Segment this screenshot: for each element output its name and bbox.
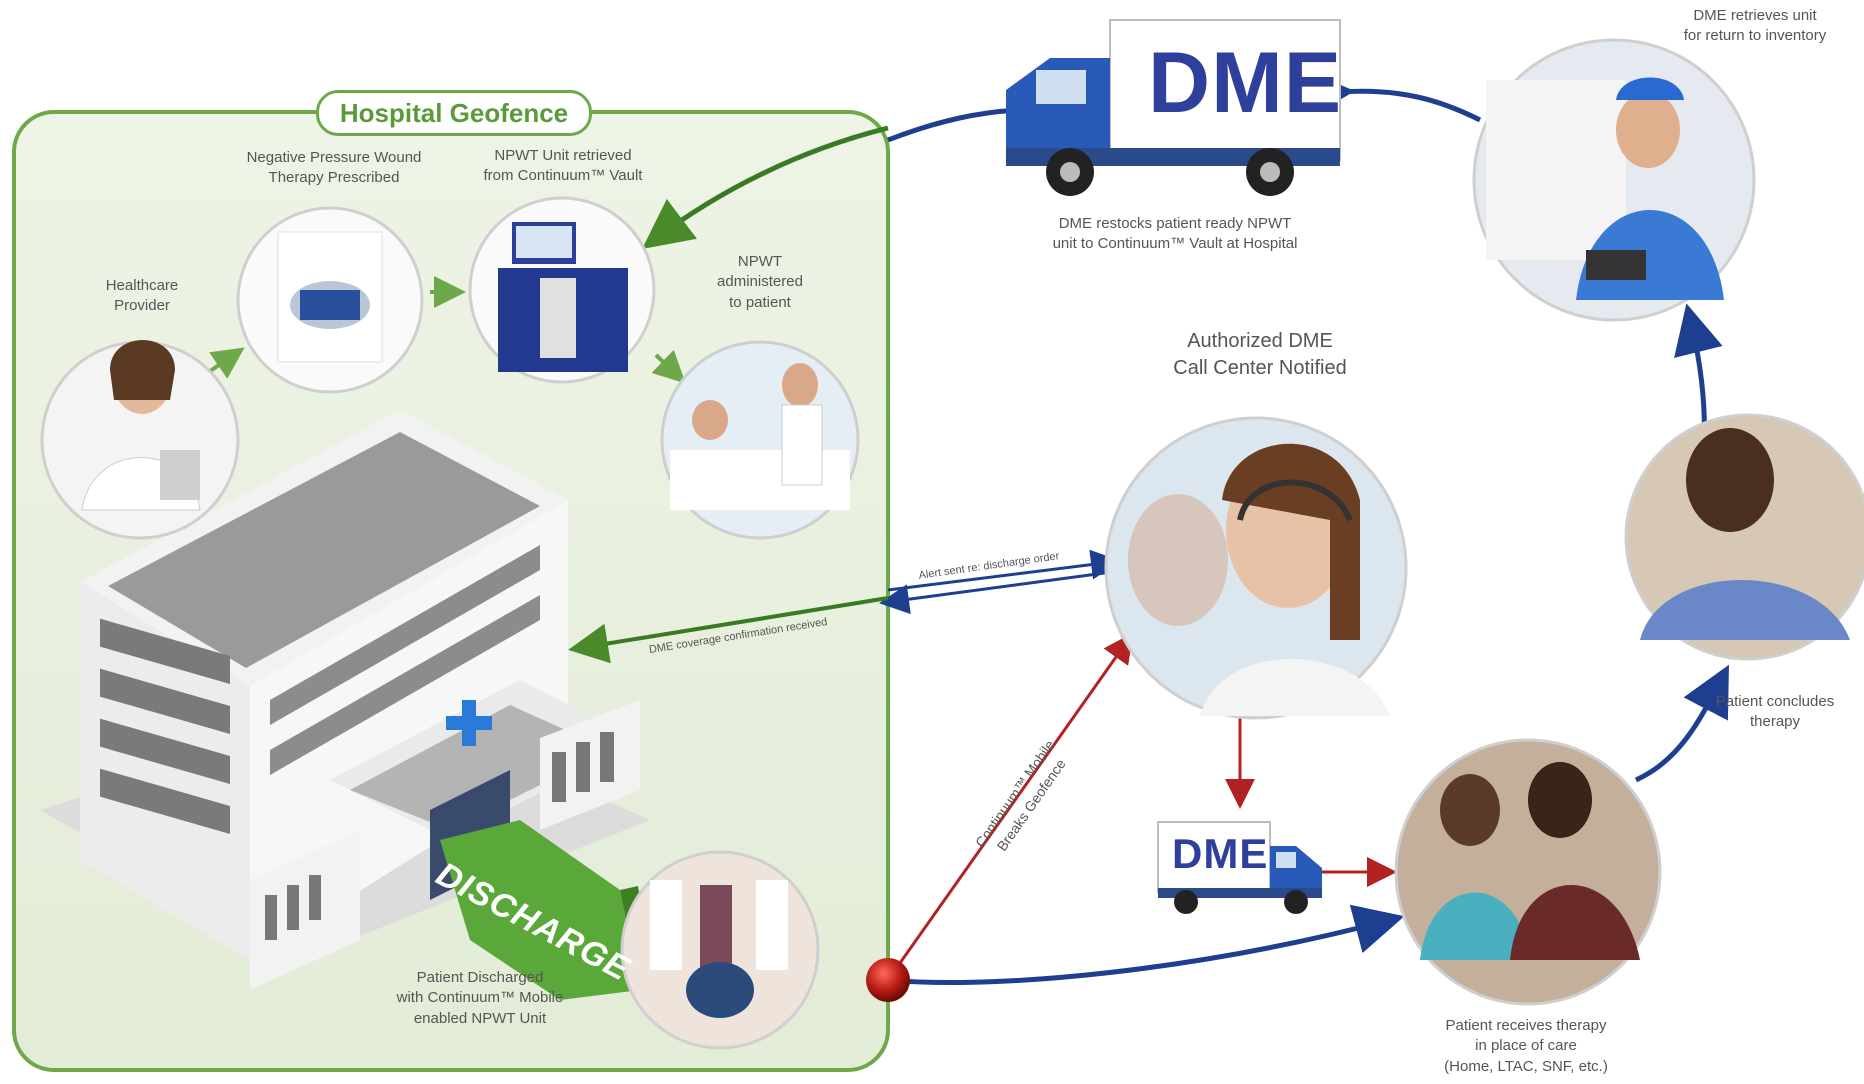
label-npwt-prescribed: Negative Pressure Wound Therapy Prescrib… bbox=[224, 148, 444, 189]
patient-concludes-photo bbox=[1624, 413, 1864, 661]
dme-driver-photo bbox=[1472, 38, 1756, 322]
label-line: Negative Pressure Wound bbox=[246, 149, 422, 166]
label-healthcare-provider: Healthcare Provider bbox=[72, 276, 212, 317]
label-line: Call Center Notified bbox=[1173, 357, 1347, 379]
label-line: therapy bbox=[1749, 713, 1801, 731]
label-line: NPWT bbox=[737, 253, 783, 270]
label-call-center: Authorized DME Call Center Notified bbox=[1120, 328, 1400, 382]
label-patient-receives-therapy: Patient receives therapy in place of car… bbox=[1406, 1016, 1646, 1077]
truck-label-large: DME bbox=[1148, 35, 1343, 131]
label-line: NPWT Unit retrieved bbox=[494, 147, 632, 164]
label-line: Therapy Prescribed bbox=[268, 169, 400, 187]
label-line: (Home, LTAC, SNF, etc.) bbox=[1444, 1057, 1608, 1075]
truck-label-small: DME bbox=[1172, 830, 1269, 877]
dme-truck-small bbox=[1157, 821, 1322, 914]
label-line: administered bbox=[717, 273, 803, 291]
label-line: DME retrieves unit bbox=[1693, 7, 1817, 24]
flow-path-top-right bbox=[1303, 69, 1482, 123]
label-npwt-administered: NPWT administered to patient bbox=[690, 252, 830, 313]
arrow-alert-return bbox=[879, 570, 1113, 615]
flow-path-top bbox=[887, 107, 1021, 143]
label-line: Patient receives therapy bbox=[1445, 1017, 1607, 1034]
flow-path-bottom bbox=[887, 904, 1405, 985]
continuum-vault-photo bbox=[468, 196, 656, 384]
label-line: to patient bbox=[729, 293, 791, 311]
label-line: Provider bbox=[114, 297, 170, 315]
arrow-coverage-to-hospital bbox=[568, 596, 889, 664]
prescription-photo bbox=[236, 206, 424, 394]
flow-path-lower-right bbox=[1634, 664, 1729, 783]
label-line: with Continuum™ Mobile bbox=[396, 989, 564, 1007]
hospital-geofence-title: Hospital Geofence bbox=[316, 90, 592, 136]
label-line: Authorized DME bbox=[1187, 330, 1333, 352]
arrow-truck-to-vault bbox=[642, 125, 889, 250]
arrow-breaks-geofence bbox=[886, 632, 1134, 981]
label-dme-restocks: DME restocks patient ready NPWT unit to … bbox=[1020, 214, 1330, 255]
dme-truck-large bbox=[1006, 19, 1341, 196]
hospital-building bbox=[40, 410, 650, 990]
label-line: unit to Continuum™ Vault at Hospital bbox=[1052, 235, 1298, 253]
label-line: in place of care bbox=[1475, 1037, 1577, 1055]
label-patient-discharged: Patient Discharged with Continuum™ Mobil… bbox=[370, 968, 590, 1029]
discharged-patient-photo bbox=[620, 850, 820, 1050]
label-line: Healthcare bbox=[105, 277, 179, 294]
label-npwt-retrieved: NPWT Unit retrieved from Continuum™ Vaul… bbox=[458, 146, 668, 187]
label-line: Patient Discharged bbox=[416, 969, 544, 986]
label-line: Patient concludes bbox=[1715, 693, 1835, 710]
label-line: enabled NPWT Unit bbox=[413, 1009, 547, 1027]
geofence-break-marker bbox=[866, 958, 910, 1002]
label-line: from Continuum™ Vault bbox=[483, 167, 643, 185]
patient-administered-photo bbox=[660, 340, 860, 540]
arrow-vault-to-patient bbox=[651, 349, 686, 384]
label-line: DME restocks patient ready NPWT bbox=[1058, 215, 1292, 232]
call-center-photo bbox=[1104, 416, 1408, 720]
discharge-banner-shape bbox=[440, 820, 640, 1000]
label-patient-concludes: Patient concludes therapy bbox=[1690, 692, 1860, 733]
label-dme-retrieves: DME retrieves unit for return to invento… bbox=[1650, 6, 1860, 47]
medical-cross-icon bbox=[446, 700, 492, 746]
patient-receives-therapy-photo bbox=[1394, 738, 1662, 1006]
healthcare-provider-photo bbox=[40, 340, 240, 540]
arrow-alert-to-call-center bbox=[887, 549, 1121, 592]
label-line: for return to inventory bbox=[1683, 27, 1827, 45]
